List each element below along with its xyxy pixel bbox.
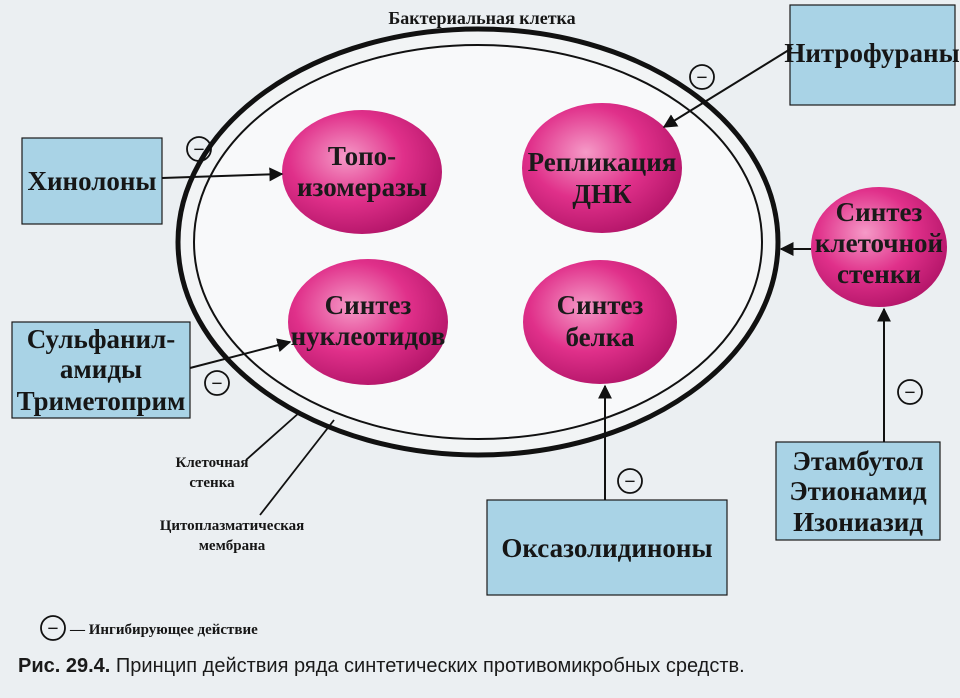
legend-text: — Ингибирующее действие xyxy=(69,622,258,638)
inhibit-symbol-sulfa: − xyxy=(204,370,230,396)
svg-text:клеточной: клеточной xyxy=(815,228,943,258)
svg-text:ДНК: ДНК xyxy=(572,179,632,209)
legend-inhibit-icon xyxy=(40,615,66,641)
pointer-membrane xyxy=(259,419,335,516)
svg-text:−: − xyxy=(696,67,707,89)
box-quinolones: Хинолоны xyxy=(21,137,163,225)
svg-text:Репликация: Репликация xyxy=(528,147,677,177)
svg-text:Нитрофураны: Нитрофураны xyxy=(784,38,959,68)
label-membrane-2: мембрана xyxy=(199,538,266,554)
svg-text:Этионамид: Этионамид xyxy=(789,476,927,506)
node-cell-wall-synthesis: Синтез клеточной стенки xyxy=(811,187,947,307)
node-protein-synthesis: Синтез белка xyxy=(523,260,677,384)
arrow-sulfa-to-nucleotides xyxy=(189,338,292,369)
svg-text:Триметоприм: Триметоприм xyxy=(17,386,186,416)
svg-text:−: − xyxy=(211,373,222,395)
svg-text:−: − xyxy=(193,139,204,161)
label-cell-wall-2: стенка xyxy=(189,475,235,491)
svg-text:Этамбутол: Этамбутол xyxy=(793,446,924,476)
node-topoisomerases: Топо- изомеразы xyxy=(282,110,442,234)
legend: − — Ингибирующее действие xyxy=(40,615,258,641)
svg-text:−: − xyxy=(47,618,58,640)
label-cell-wall: Клеточная xyxy=(176,455,249,471)
diagram-title: Бактериальная клетка xyxy=(388,8,575,28)
svg-text:Сульфанил-: Сульфанил- xyxy=(27,324,176,354)
caption-label: Рис. 29.4. xyxy=(18,655,111,677)
cytoplasmic-membrane-ellipse xyxy=(193,44,763,440)
arrow-quinolones-to-topo xyxy=(161,167,284,182)
pointer-cell-wall xyxy=(245,411,301,461)
label-membrane: Цитоплазматическая xyxy=(160,518,305,534)
node-nucleotide-synthesis: Синтез нуклеотидов xyxy=(288,259,448,385)
caption-text: Принцип действия ряда синтетических прот… xyxy=(115,655,745,677)
svg-text:изомеразы: изомеразы xyxy=(297,172,427,202)
box-oxazolidinones: Оксазолидиноны xyxy=(486,499,728,596)
svg-text:Топо-: Топо- xyxy=(328,141,396,171)
svg-text:Синтез: Синтез xyxy=(557,290,644,320)
box-sulfonamides-trimethoprim: Сульфанил- амиды Триметоприм xyxy=(11,321,191,419)
svg-text:Хинолоны: Хинолоны xyxy=(27,166,156,196)
svg-text:Изониазид: Изониазид xyxy=(793,507,923,537)
svg-text:стенки: стенки xyxy=(837,259,921,289)
inhibit-symbol-antitb: − xyxy=(897,379,923,405)
svg-text:Синтез: Синтез xyxy=(836,197,923,227)
figure-caption: Рис. 29.4. Принцип действия ряда синтети… xyxy=(18,655,948,678)
svg-text:Оксазолидиноны: Оксазолидиноны xyxy=(501,533,712,563)
inhibit-symbol-oxazolidinones: − xyxy=(617,468,643,494)
node-dna-replication: Репликация ДНК xyxy=(522,103,682,233)
svg-text:−: − xyxy=(624,471,635,493)
inhibit-symbol-quinolones: − xyxy=(186,136,212,162)
box-antituberculosis: Этамбутол Этионамид Изониазид xyxy=(775,441,941,541)
svg-text:−: − xyxy=(904,382,915,404)
box-nitrofurans: Нитрофураны xyxy=(784,4,960,106)
svg-text:белка: белка xyxy=(566,322,635,352)
svg-text:нуклеотидов: нуклеотидов xyxy=(291,321,446,351)
svg-text:амиды: амиды xyxy=(60,354,142,384)
arrow-nitrofurans-to-dna xyxy=(662,47,793,128)
inhibit-symbol-nitrofurans: − xyxy=(689,64,715,90)
svg-text:Синтез: Синтез xyxy=(325,290,412,320)
